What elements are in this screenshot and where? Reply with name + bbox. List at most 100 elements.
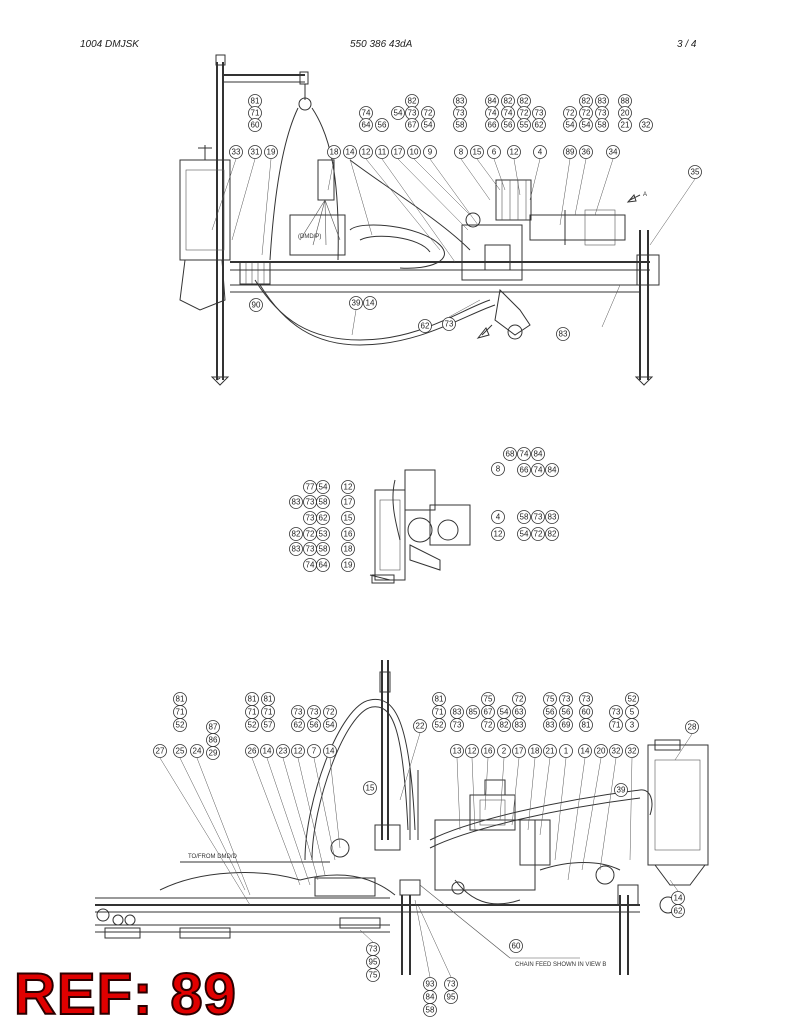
top-callout: 67 [405, 118, 419, 132]
svg-text:75: 75 [369, 971, 378, 980]
svg-text:74: 74 [534, 466, 543, 475]
middle-callout: 74 [303, 558, 317, 572]
leader-line [429, 158, 479, 226]
top-callout: 72 [579, 106, 593, 120]
bottom-callout: 71 [432, 705, 446, 719]
leader-line [581, 757, 602, 871]
svg-text:68: 68 [506, 450, 515, 459]
svg-text:32: 32 [628, 747, 637, 756]
bottom-callout: 95 [366, 955, 380, 969]
bottom-callout: 18 [528, 744, 542, 758]
svg-text:17: 17 [515, 747, 524, 756]
top-callout: 90 [249, 298, 263, 312]
svg-text:95: 95 [447, 993, 456, 1002]
svg-text:62: 62 [674, 907, 683, 916]
svg-text:17: 17 [394, 148, 403, 157]
top-callout: 73 [595, 106, 609, 120]
top-callout: 35 [688, 165, 702, 179]
svg-text:74: 74 [362, 109, 371, 118]
svg-text:54: 54 [520, 530, 529, 539]
svg-text:82: 82 [548, 530, 557, 539]
middle-callout: 73 [303, 495, 317, 509]
top-callout: 82 [405, 94, 419, 108]
bottom-callout: 17 [512, 744, 526, 758]
svg-text:58: 58 [456, 121, 465, 130]
svg-text:72: 72 [424, 109, 433, 118]
top-callout: 73 [442, 317, 456, 331]
bottom-callout: 57 [261, 718, 275, 732]
svg-text:16: 16 [484, 747, 493, 756]
bottom-callout: 32 [609, 744, 623, 758]
dmd-p-label: (DMD/P) [298, 234, 321, 240]
svg-text:73: 73 [408, 109, 417, 118]
leader-line [567, 757, 586, 881]
bottom-callout: 2 [497, 744, 511, 758]
top-callout: 4 [533, 145, 547, 159]
middle-callout: 62 [316, 511, 330, 525]
svg-text:54: 54 [326, 721, 335, 730]
top-callout: 60 [248, 118, 262, 132]
top-callout: 31 [248, 145, 262, 159]
top-callout: 73 [453, 106, 467, 120]
svg-text:25: 25 [176, 747, 185, 756]
bottom-callout: 62 [671, 904, 685, 918]
top-callout: 54 [391, 106, 405, 120]
bottom-callout: 83 [450, 705, 464, 719]
top-callout: 8 [454, 145, 468, 159]
svg-text:71: 71 [251, 109, 260, 118]
svg-text:84: 84 [426, 993, 435, 1002]
leader-line [527, 757, 536, 831]
leader-line [529, 158, 541, 201]
leader-line [476, 158, 501, 191]
svg-text:83: 83 [453, 708, 462, 717]
bottom-callout: 82 [497, 718, 511, 732]
bottom-callout: 7 [307, 744, 321, 758]
bottom-callout: 54 [497, 705, 511, 719]
leader-line [266, 757, 311, 886]
svg-text:24: 24 [193, 747, 202, 756]
top-callout: 72 [421, 106, 435, 120]
svg-text:86: 86 [209, 736, 218, 745]
top-callout: 39 [349, 296, 363, 310]
svg-text:58: 58 [520, 513, 529, 522]
bottom-callout: 81 [173, 692, 187, 706]
top-callout: 14 [343, 145, 357, 159]
top-callout: 17 [391, 145, 405, 159]
svg-text:81: 81 [176, 695, 185, 704]
svg-text:90: 90 [252, 301, 261, 310]
leader-line [282, 757, 319, 881]
svg-text:69: 69 [562, 721, 571, 730]
bottom-callout: 86 [206, 733, 220, 747]
svg-text:60: 60 [251, 121, 260, 130]
svg-text:66: 66 [488, 121, 497, 130]
bottom-callout: 15 [363, 781, 377, 795]
svg-text:58: 58 [426, 1006, 435, 1015]
svg-text:81: 81 [582, 721, 591, 730]
header-page-number: 3 / 4 [677, 39, 697, 50]
middle-callout: 82 [289, 527, 303, 541]
svg-text:83: 83 [598, 97, 607, 106]
middle-callout: 83 [289, 542, 303, 556]
top-callout: 32 [639, 118, 653, 132]
bottom-callout: 69 [559, 718, 573, 732]
svg-text:12: 12 [344, 483, 353, 492]
header-part-number: 550 386 43dA [350, 39, 413, 50]
top-callout: 11 [375, 145, 389, 159]
middle-callout: 73 [303, 511, 317, 525]
leader-line [599, 757, 617, 871]
top-callout: 12 [507, 145, 521, 159]
to-from-label: TO/FROM DMD/D [188, 854, 238, 860]
top-callout: 72 [517, 106, 531, 120]
leader-line [460, 158, 491, 201]
svg-text:54: 54 [500, 708, 509, 717]
ref-label: REF: 89 [13, 962, 237, 1027]
svg-text:54: 54 [582, 121, 591, 130]
svg-text:82: 82 [582, 97, 591, 106]
bottom-callout: 71 [609, 718, 623, 732]
top-callout: 72 [563, 106, 577, 120]
leader-line [559, 158, 571, 226]
bottom-callout: 52 [625, 692, 639, 706]
top-callout: 82 [579, 94, 593, 108]
